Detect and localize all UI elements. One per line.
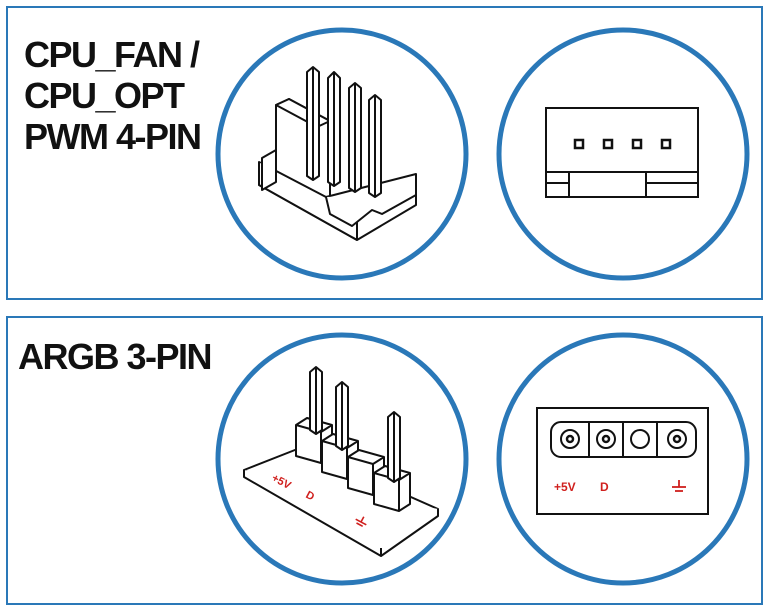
fan-title-line-3: PWM 4-PIN — [24, 116, 202, 157]
argb-pin — [387, 411, 401, 483]
fan-title-line-2: CPU_OPT — [24, 75, 185, 116]
argb-pin-socket — [560, 429, 580, 449]
fan-pin — [306, 66, 320, 181]
argb-pin-socket — [596, 429, 616, 449]
argb-header-3d-view: +5V D — [215, 332, 469, 586]
fan-pin — [327, 71, 341, 187]
fan-header-title: CPU_FAN / CPU_OPT PWM 4-PIN — [24, 34, 202, 157]
argb-pin — [309, 366, 323, 435]
argb-top-label-data: D — [600, 480, 609, 494]
argb-pin-socket — [667, 429, 687, 449]
fan-header-top-view — [496, 27, 750, 281]
fan-title-line-1: CPU_FAN / — [24, 34, 200, 75]
argb-top-label-5v: +5V — [554, 480, 576, 494]
argb-pin — [335, 381, 349, 451]
argb-header-title: ARGB 3-PIN — [18, 336, 213, 377]
fan-pin — [368, 94, 382, 198]
argb-header-top-view: +5V D — [496, 332, 750, 586]
ground-icon — [672, 480, 686, 492]
fan-header-3d-view — [215, 27, 469, 281]
argb-pin-socket-empty — [630, 429, 650, 449]
ground-icon — [355, 516, 367, 527]
fan-pin — [348, 82, 362, 193]
